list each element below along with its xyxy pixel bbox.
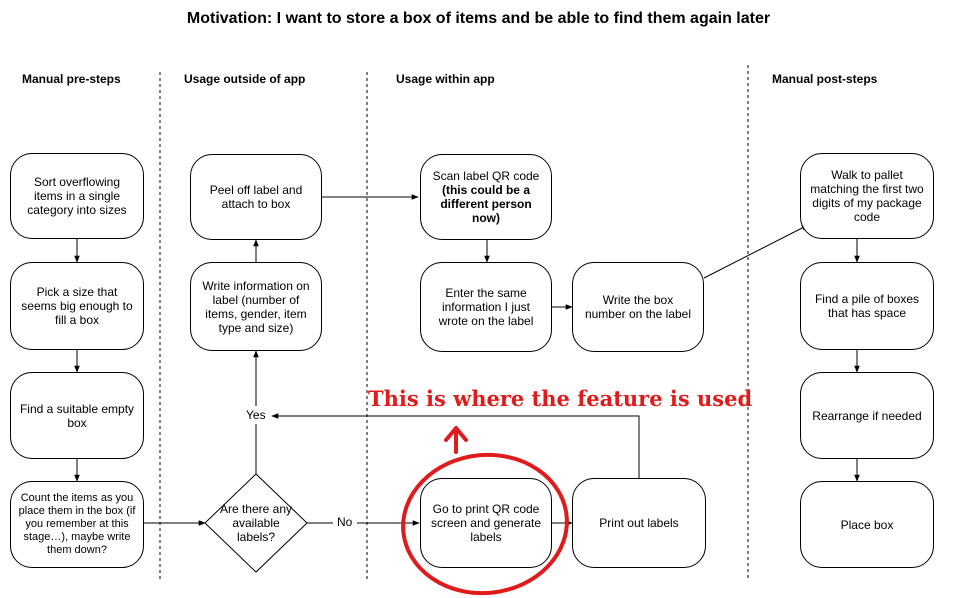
step-walk-to-pallet: Walk to pallet matching the first two di… <box>800 153 934 239</box>
decision-diamond <box>204 473 308 573</box>
annotation-arrow <box>444 426 468 454</box>
step-scan-label-qr: Scan label QR code (this could be a diff… <box>420 154 552 240</box>
decision-available-labels: Are there any available labels? <box>219 502 293 544</box>
column-header-manual-post-steps: Manual post-steps <box>772 72 878 86</box>
step-sort-items: Sort overflowing items in a single categ… <box>10 153 144 239</box>
column-header-usage-within-app: Usage within app <box>396 72 495 86</box>
column-header-usage-outside-app: Usage outside of app <box>184 72 306 86</box>
edge-label-no: No <box>335 515 355 529</box>
highlight-circle <box>401 452 569 596</box>
step-enter-same-info: Enter the same information I just wrote … <box>420 262 552 352</box>
step-pick-size: Pick a size that seems big enough to fil… <box>10 262 144 350</box>
step-find-pile: Find a pile of boxes that has space <box>800 262 934 350</box>
arrow-print-out-loop-to-yes <box>271 413 640 478</box>
feature-annotation: This is where the feature is used <box>368 386 753 411</box>
column-header-manual-pre-steps: Manual pre-steps <box>22 72 121 86</box>
arrow-write-box-to-walk <box>703 224 809 279</box>
step-write-box-number: Write the box number on the label <box>572 262 704 352</box>
step-go-print-qr: Go to print QR code screen and generate … <box>420 478 552 568</box>
step-find-empty-box: Find a suitable empty box <box>10 372 144 459</box>
step-print-out-labels: Print out labels <box>572 478 706 568</box>
step-count-items: Count the items as you place them in the… <box>10 481 144 568</box>
step-peel-off-label: Peel off label and attach to box <box>190 154 322 240</box>
step-place-box: Place box <box>800 481 934 568</box>
step-write-label-info: Write information on label (number of it… <box>190 262 322 351</box>
step-rearrange: Rearrange if needed <box>800 372 934 459</box>
edge-label-yes: Yes <box>244 408 268 422</box>
diagram-title: Motivation: I want to store a box of ite… <box>186 10 771 27</box>
